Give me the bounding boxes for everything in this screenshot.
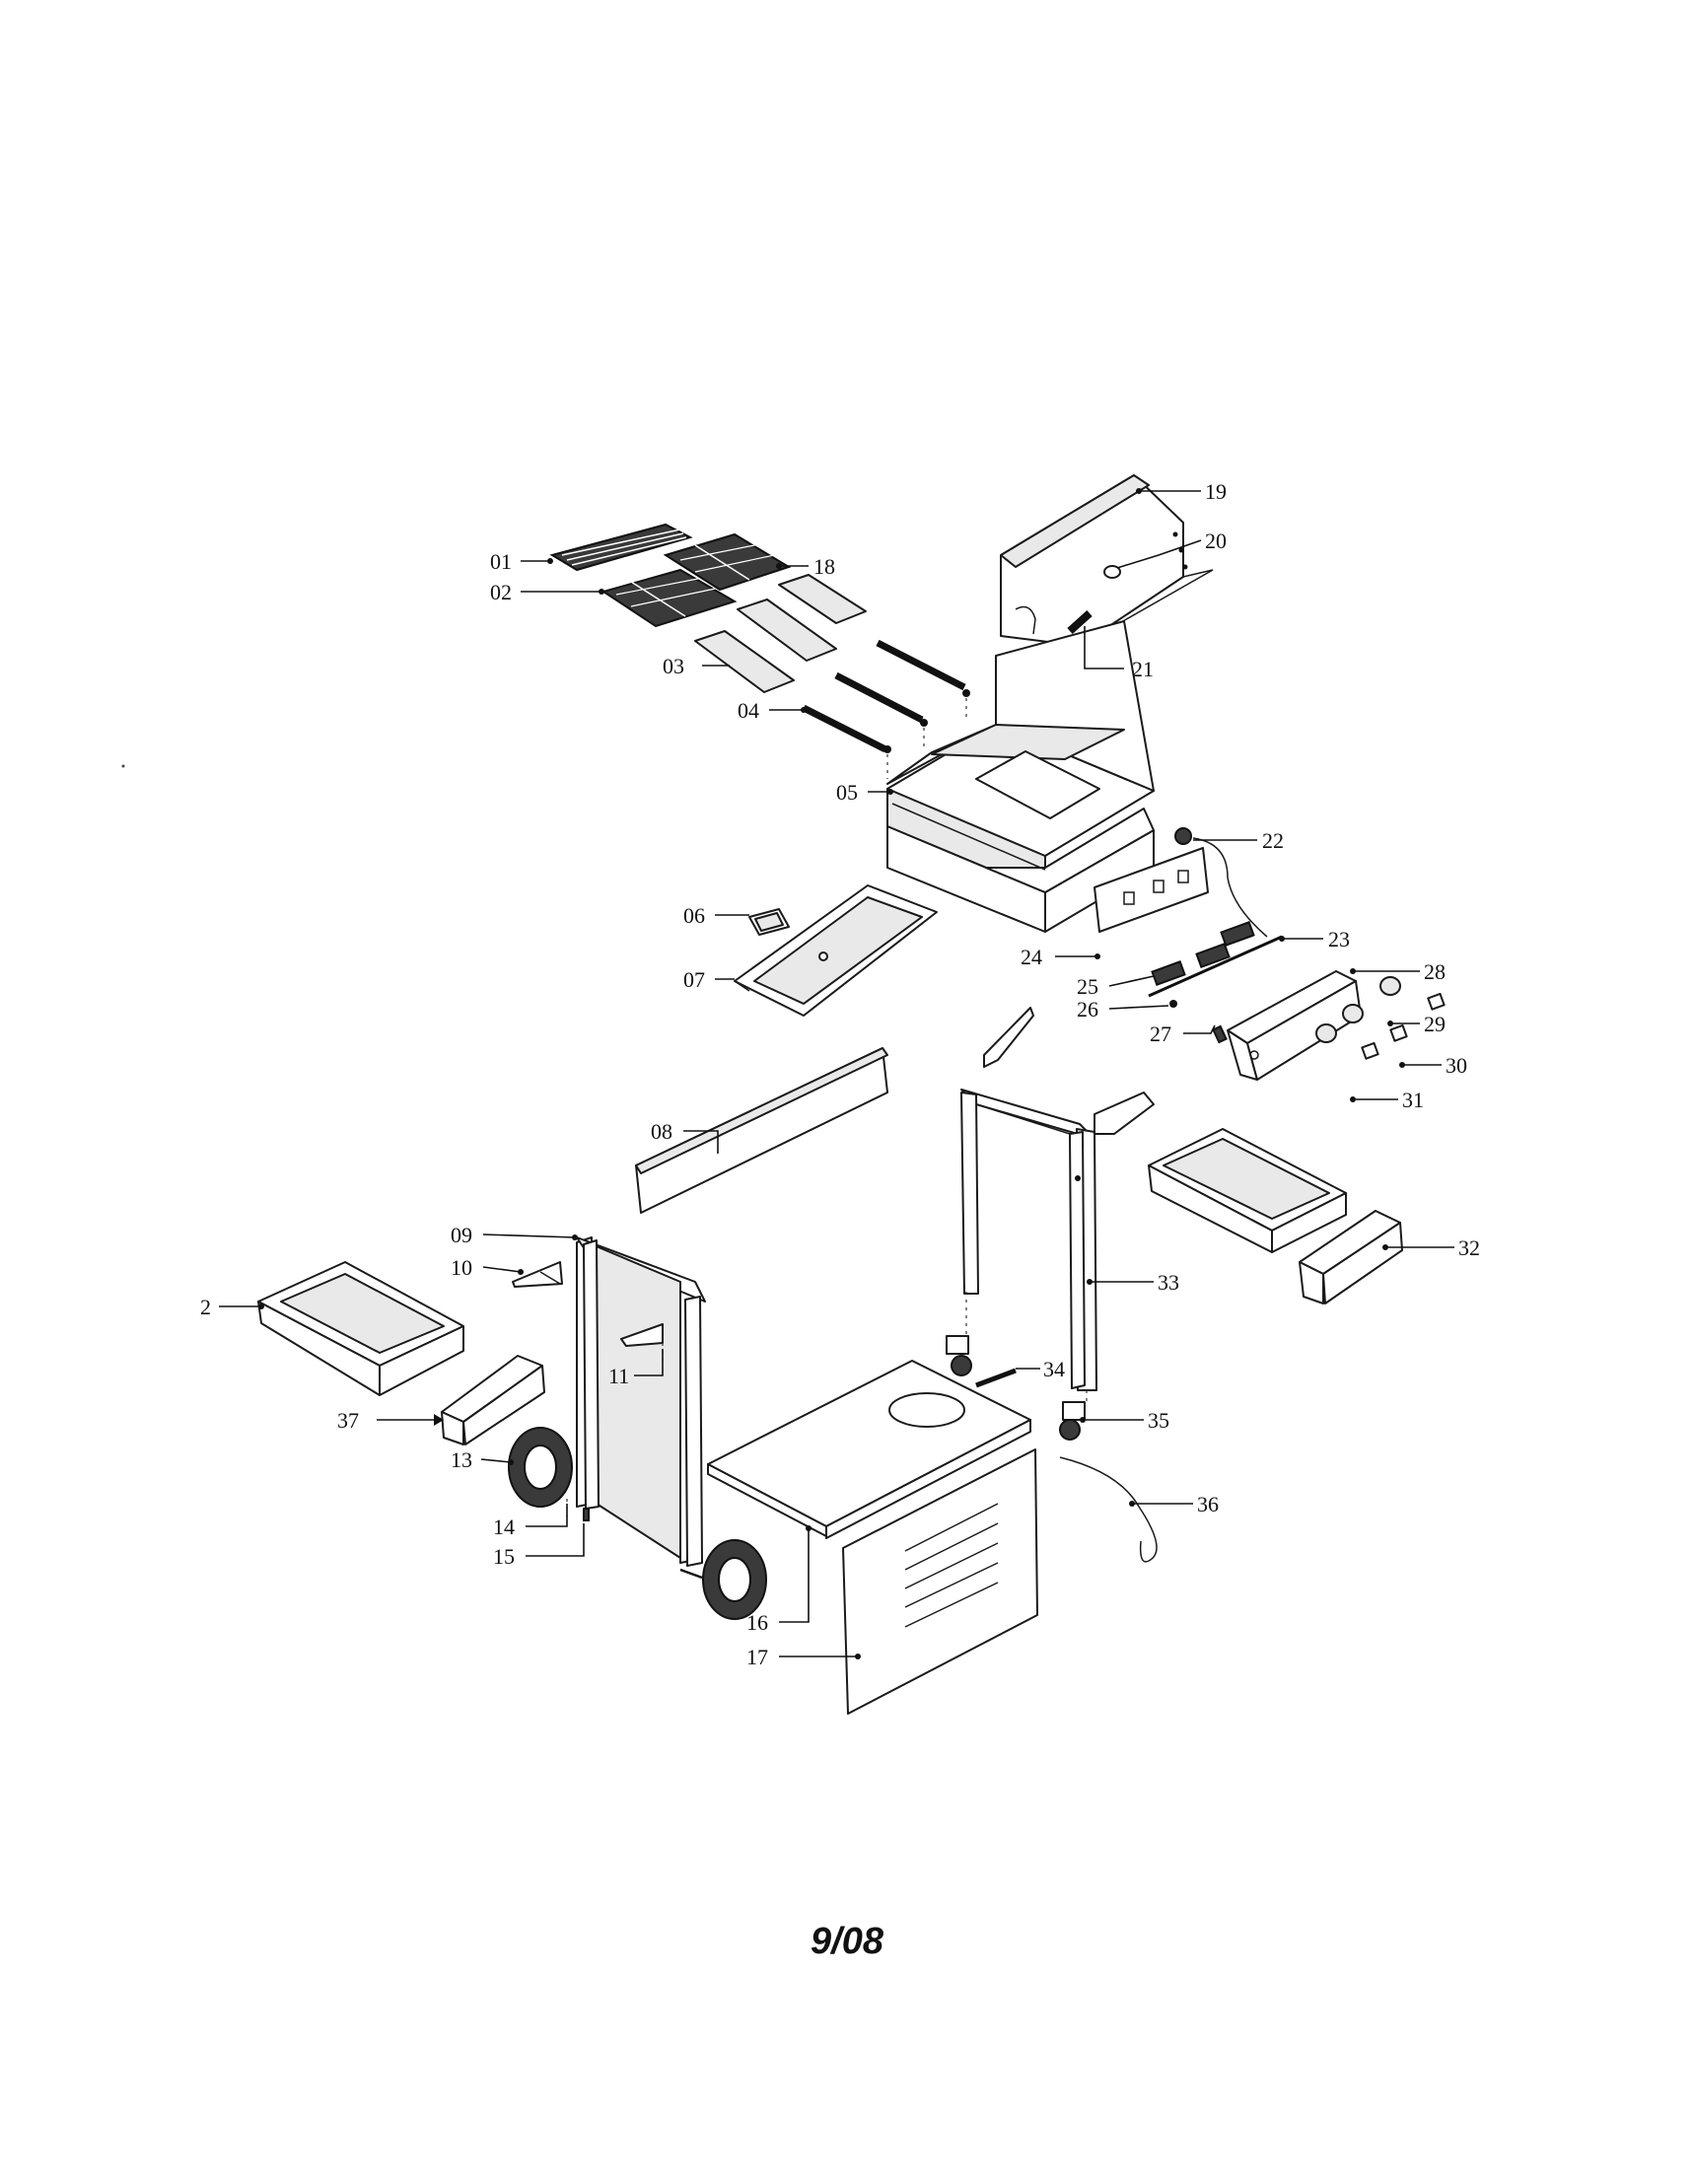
knob-bezels-30 [1361,992,1446,1060]
bracket-right-lower [1094,1092,1155,1135]
grease-cup-06 [748,908,790,936]
axle-14 [566,1499,703,1580]
label-13: 13 [451,1447,472,1472]
label-03: 03 [663,654,684,678]
wheel-13-right [702,1539,767,1620]
label-17: 17 [746,1645,768,1669]
cart-top-16 [707,1360,1031,1539]
caster-35 [1059,1390,1088,1441]
label-05: 05 [836,780,858,805]
cross-bar-08 [635,1047,888,1214]
ignitor-22 [1174,827,1268,938]
label-28: 28 [1424,959,1446,984]
valves-25 [1151,921,1255,986]
right-side-basket-32 [1299,1210,1403,1304]
cooking-grate-18 [663,532,792,592]
left-side-basket-37 [441,1355,545,1445]
cooking-grate-01 [549,523,693,572]
label-15: 15 [493,1544,515,1569]
label-08: 08 [651,1119,672,1144]
ignition-wire-26 [1169,1000,1177,1008]
label-06: 06 [683,903,705,928]
part-labels: 01 02 03 04 05 06 07 08 09 10 11 13 14 1… [200,479,1480,1669]
left-frame-09 [576,1236,706,1567]
screws-31 [1350,1096,1356,1102]
label-14: 14 [493,1515,515,1539]
temperature-gauge-20 [1103,565,1121,579]
label-36: 36 [1197,1492,1219,1516]
gas-hose-36 [1059,1456,1158,1563]
label-21: 21 [1132,657,1154,681]
caster-34-rear [946,1292,972,1376]
bracket-right-upper [983,1007,1034,1068]
label-30: 30 [1446,1053,1467,1078]
label-18: 18 [813,554,835,579]
control-panel-28 [1227,970,1362,1081]
scan-speck [121,764,125,768]
label-04: 04 [738,698,759,723]
firebox-05 [886,620,1155,933]
label-10: 10 [451,1255,472,1280]
label-31: 31 [1402,1088,1424,1112]
label-16: 16 [746,1610,768,1635]
drip-tray-07 [734,884,938,1017]
label-02: 02 [490,580,512,604]
manifold-23 [1148,935,1283,998]
right-frame-33 [960,1089,1097,1391]
label-23: 23 [1328,927,1350,951]
label-29: 29 [1424,1012,1446,1036]
lid-handle-21 [1067,610,1093,634]
cooking-grate-02 [600,568,738,628]
label-22: 22 [1262,828,1284,853]
label-01: 01 [490,549,512,574]
grill-lid-19 [1000,474,1214,647]
label-27: 27 [1150,1022,1171,1046]
ignitor-button-27 [1212,1024,1228,1044]
date-code: 9/08 [811,1921,883,1962]
cart-door-17 [842,1448,1038,1715]
label-37: 37 [337,1408,359,1433]
label-34: 34 [1043,1357,1065,1381]
label-25: 25 [1077,974,1098,999]
heat-plates-03 [694,574,867,693]
bolt-15 [583,1508,590,1521]
burners-04 [802,639,970,779]
bracket-10 [512,1261,563,1288]
label-20: 20 [1205,528,1227,553]
label-2: 2 [200,1295,211,1319]
label-33: 33 [1158,1270,1179,1295]
left-side-shelf-2 [257,1261,464,1396]
control-knobs-29 [1315,976,1401,1043]
caster-bolt-34 [975,1368,1017,1388]
wheel-13-left [508,1427,573,1508]
label-09: 09 [451,1223,472,1247]
label-26: 26 [1077,997,1098,1022]
label-11: 11 [608,1364,629,1388]
label-35: 35 [1148,1408,1169,1433]
label-32: 32 [1458,1235,1480,1260]
label-24: 24 [1021,945,1042,969]
valve-bracket-24 [1094,847,1209,933]
right-side-shelf [1148,1128,1347,1253]
label-19: 19 [1205,479,1227,504]
label-07: 07 [683,967,705,992]
